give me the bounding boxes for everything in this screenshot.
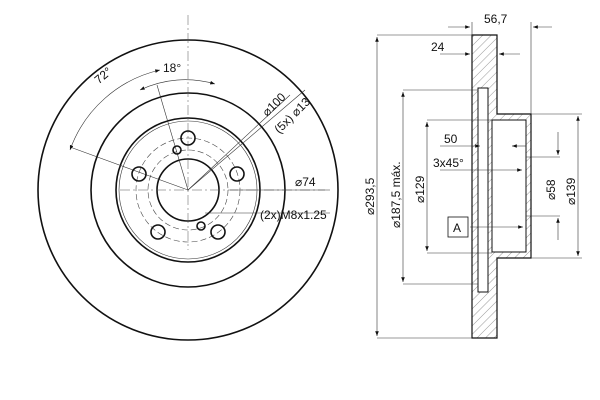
angle-18-label: 18°	[163, 61, 181, 75]
angle-arc-72	[69, 69, 161, 151]
dim-58-label: ⌀58	[544, 179, 558, 200]
bolt-hole	[131, 166, 147, 182]
dim-293-5-label: ⌀293,5	[363, 177, 377, 215]
dim-56-7-label: 56,7	[484, 12, 508, 26]
chamfer-label: 3x45°	[433, 156, 464, 170]
dim-129-label: ⌀129	[413, 175, 427, 203]
dia-13-leader	[187, 89, 306, 191]
angle-leader-72	[69, 146, 189, 191]
thread-hole	[172, 145, 182, 155]
side-view: 56,7 24 ⌀293,5 ⌀187,5 máx. ⌀129 50 3x45°…	[363, 12, 582, 339]
datum-label: A	[453, 221, 461, 235]
vent-channel	[477, 87, 489, 293]
dim-24-label: 24	[431, 40, 445, 54]
bolt-hole	[150, 224, 166, 240]
dia-100-leader	[187, 94, 291, 191]
thread-label: (2x)M8x1.25	[260, 208, 327, 222]
bolt-holes	[131, 130, 245, 240]
angle-leader-18	[156, 84, 189, 191]
hat-cavity	[491, 119, 527, 253]
front-view: 72° 18° ⌀100 (5x) ⌀13 ⌀74 (2x)M8x1.25	[37, 15, 339, 341]
dim-50-label: 50	[444, 132, 458, 146]
bolt-hole	[210, 224, 226, 240]
angle-72-label: 72°	[92, 64, 115, 87]
angle-arc-18	[139, 79, 216, 91]
dia-74-label: ⌀74	[295, 175, 316, 189]
datum-box	[447, 216, 469, 238]
thread-hole	[196, 221, 206, 231]
dim-139-label: ⌀139	[564, 177, 578, 205]
bolt-hole	[229, 166, 245, 182]
bolt-hole	[180, 130, 196, 146]
dim-187-5-label: ⌀187,5 máx.	[389, 161, 403, 228]
